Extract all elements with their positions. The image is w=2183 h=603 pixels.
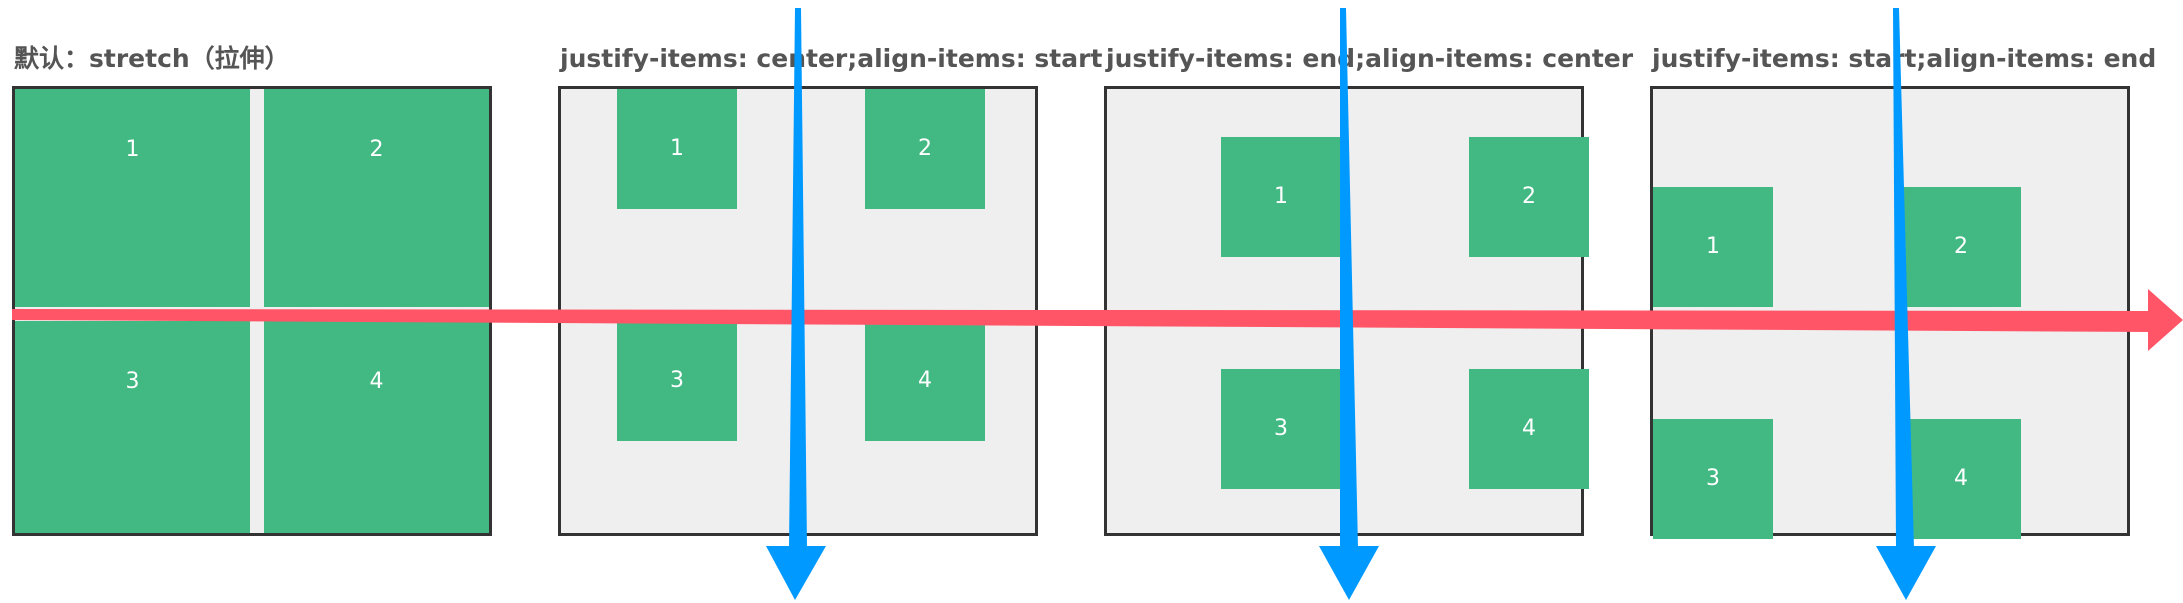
grid-item-4: 4 (1901, 419, 2021, 539)
panel-title-start-end: justify-items: start;align-items: end (1652, 44, 2157, 73)
grid-item-4: 4 (264, 321, 489, 533)
grid-item-3: 3 (617, 321, 737, 441)
vertical-arrow-1-shaft (789, 8, 807, 548)
horizontal-arrow-shaft (12, 309, 2152, 332)
grid-item-2: 2 (1901, 187, 2021, 307)
grid-item-1: 1 (15, 89, 250, 307)
grid-item-3: 3 (15, 321, 250, 533)
grid-item-2: 2 (1469, 137, 1589, 257)
grid-item-1: 1 (1221, 137, 1341, 257)
grid-item-4: 4 (865, 321, 985, 441)
vertical-arrow-2-head (1319, 546, 1379, 600)
grid-item-3: 3 (1653, 419, 1773, 539)
vertical-arrow-1-head (766, 546, 826, 600)
vertical-arrow-2-shaft (1340, 8, 1358, 548)
grid-item-1: 1 (617, 89, 737, 209)
grid-item-4: 4 (1469, 369, 1589, 489)
vertical-arrow-3-shaft (1893, 8, 1914, 548)
grid-item-2: 2 (865, 89, 985, 209)
grid-item-3: 3 (1221, 369, 1341, 489)
grid-item-2: 2 (264, 89, 489, 307)
vertical-arrow-3-head (1876, 546, 1936, 600)
panel-title-stretch: 默认：stretch（拉伸） (14, 44, 290, 73)
panel-title-end-center: justify-items: end;align-items: center (1106, 44, 1634, 73)
horizontal-arrow-head (2148, 289, 2183, 351)
panel-title-center-start: justify-items: center;align-items: start (560, 44, 1103, 73)
grid-item-1: 1 (1653, 187, 1773, 307)
